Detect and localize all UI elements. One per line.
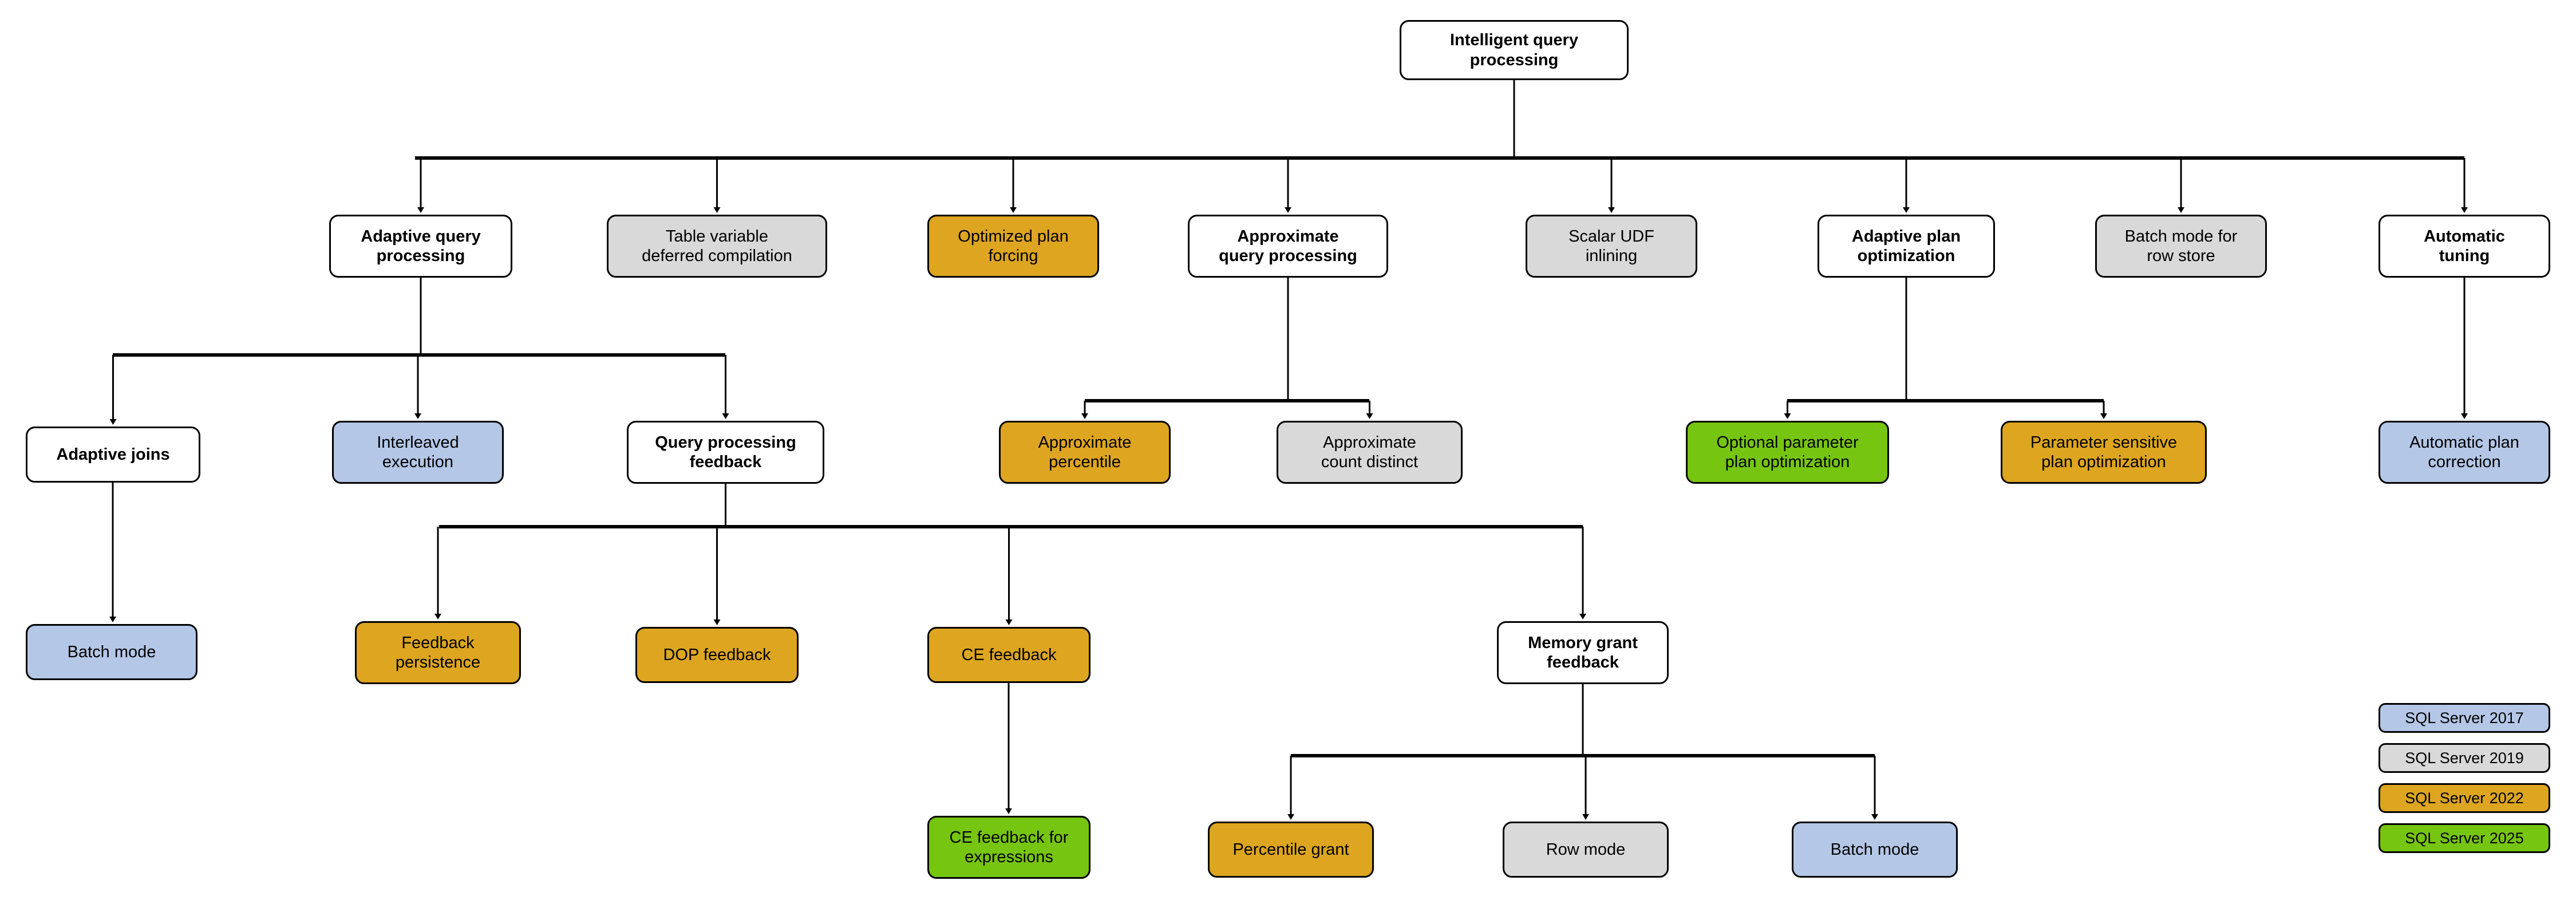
node-label: Percentile grant [1232, 840, 1349, 859]
node-label: Memory grant feedback [1528, 633, 1638, 672]
node-optional-parameter-plan-optimization[interactable]: Optional parameter plan optimization [1686, 421, 1889, 484]
legend-sql-server-2025: SQL Server 2025 [2379, 823, 2550, 853]
node-label: Interleaved execution [377, 433, 459, 471]
node-label: Adaptive plan optimization [1851, 227, 1961, 265]
node-label: Automatic tuning [2424, 227, 2505, 265]
node-approximate-count-distinct[interactable]: Approximate count distinct [1277, 421, 1463, 484]
legend-sql-server-2019: SQL Server 2019 [2379, 743, 2550, 773]
legend-sql-server-2022: SQL Server 2022 [2379, 783, 2550, 813]
node-label: DOP feedback [663, 645, 771, 664]
node-dop-feedback[interactable]: DOP feedback [635, 627, 799, 683]
legend-label: SQL Server 2022 [2405, 789, 2524, 807]
legend-label: SQL Server 2025 [2405, 829, 2524, 847]
node-batch-mode-aj[interactable]: Batch mode [26, 624, 197, 680]
node-adaptive-joins[interactable]: Adaptive joins [26, 427, 200, 483]
node-label: Batch mode for row store [2124, 227, 2238, 265]
legend-label: SQL Server 2017 [2405, 709, 2524, 727]
node-root[interactable]: Intelligent query processing [1400, 20, 1629, 80]
node-interleaved-execution[interactable]: Interleaved execution [332, 421, 504, 484]
node-label: Adaptive query processing [361, 227, 481, 265]
node-adaptive-query-processing[interactable]: Adaptive query processing [329, 215, 512, 278]
node-label: Batch mode [1830, 840, 1919, 859]
node-batch-mode-for-row-store[interactable]: Batch mode for row store [2095, 215, 2267, 278]
node-row-mode[interactable]: Row mode [1503, 822, 1669, 878]
node-automatic-tuning[interactable]: Automatic tuning [2379, 215, 2550, 278]
node-feedback-persistence[interactable]: Feedback persistence [355, 621, 521, 684]
node-label: CE feedback [961, 645, 1057, 664]
node-label: Intelligent query processing [1450, 31, 1578, 69]
node-label: Feedback persistence [395, 633, 481, 672]
node-query-processing-feedback[interactable]: Query processing feedback [627, 421, 824, 484]
node-label: Table variable deferred compilation [642, 227, 792, 265]
node-label: Approximate query processing [1219, 227, 1357, 265]
node-label: Approximate count distinct [1321, 433, 1419, 471]
node-percentile-grant[interactable]: Percentile grant [1208, 822, 1374, 878]
node-table-variable-deferred-compilation[interactable]: Table variable deferred compilation [607, 215, 827, 278]
node-label: Approximate percentile [1038, 433, 1132, 471]
node-label: Adaptive joins [56, 445, 170, 464]
node-approximate-percentile[interactable]: Approximate percentile [999, 421, 1171, 484]
node-memory-grant-feedback[interactable]: Memory grant feedback [1497, 621, 1669, 684]
node-label: Optional parameter plan optimization [1716, 433, 1859, 471]
node-label: Parameter sensitive plan optimization [2030, 433, 2178, 471]
node-scalar-udf-inlining[interactable]: Scalar UDF inlining [1526, 215, 1697, 278]
node-label: Automatic plan correction [2409, 433, 2519, 471]
legend-sql-server-2017: SQL Server 2017 [2379, 703, 2550, 733]
node-ce-feedback-for-expressions[interactable]: CE feedback for expressions [927, 816, 1091, 879]
node-adaptive-plan-optimization[interactable]: Adaptive plan optimization [1818, 215, 1995, 278]
node-label: Optimized plan forcing [958, 227, 1069, 265]
node-label: Scalar UDF inlining [1568, 227, 1654, 265]
node-label: Query processing feedback [655, 433, 796, 471]
legend-label: SQL Server 2019 [2405, 749, 2524, 767]
node-optimized-plan-forcing[interactable]: Optimized plan forcing [927, 215, 1099, 278]
node-ce-feedback[interactable]: CE feedback [927, 627, 1091, 683]
node-label: Batch mode [67, 642, 156, 661]
node-automatic-plan-correction[interactable]: Automatic plan correction [2379, 421, 2550, 484]
node-batch-mode-mgf[interactable]: Batch mode [1792, 822, 1958, 878]
node-parameter-sensitive-plan-optimization[interactable]: Parameter sensitive plan optimization [2001, 421, 2207, 484]
node-approximate-query-processing[interactable]: Approximate query processing [1188, 215, 1388, 278]
node-label: Row mode [1546, 840, 1626, 859]
node-label: CE feedback for expressions [949, 828, 1069, 866]
